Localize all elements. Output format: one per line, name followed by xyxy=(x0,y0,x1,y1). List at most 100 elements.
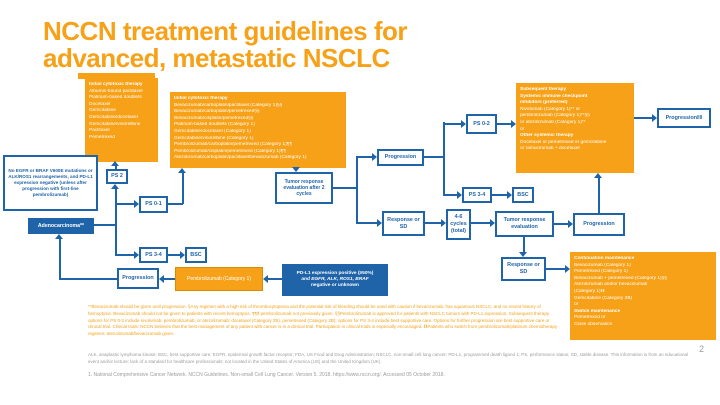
page-title-line1: NCCN treatment guidelines for xyxy=(43,16,408,46)
response-sd1-label: Response or SD xyxy=(387,216,420,230)
connector xyxy=(94,224,117,226)
arrow-right-progression-far xyxy=(652,114,657,122)
connector xyxy=(554,223,568,225)
progression-far-box: Progression‖‖ xyxy=(657,108,711,128)
list-line: Subsequent therapy xyxy=(520,87,567,92)
list-line: Gemcitabine/docetaxel (Category 1) xyxy=(174,129,251,135)
arrow-right-ps02 xyxy=(461,120,466,128)
connector xyxy=(356,222,377,224)
list-line: and EGFR, ALK, ROS1, BRAF xyxy=(301,276,369,282)
list-line: Atezolizumab/carboplatin/paclitaxel/beva… xyxy=(174,155,307,161)
page-number: 2 xyxy=(699,344,705,354)
pdl1-positive-lines: PD-L1 expression positive (≥50%)and EGFR… xyxy=(297,271,374,290)
list-line: Systemic immune checkpoint xyxy=(520,93,588,99)
page-title: NCCN treatment guidelines for advanced, … xyxy=(43,16,513,72)
arrow-up-adenocarcinoma xyxy=(55,234,63,239)
bsc-right-box: BSC xyxy=(512,187,534,203)
connector xyxy=(164,278,175,280)
footnotes-abbreviations: ALK, anaplastic lymphoma kinase; BSC, be… xyxy=(88,352,688,364)
ps34-left-label: PS 3-4 xyxy=(145,251,162,258)
connector xyxy=(443,123,461,125)
title-underline-bar xyxy=(78,73,155,79)
list-line: Nivolumab (Category 1)** or xyxy=(520,106,580,112)
connector xyxy=(492,194,507,196)
connector xyxy=(115,188,117,256)
connector xyxy=(443,122,445,196)
tumor-response-2cycles-label: Tumor response evaluation after 2 cycles xyxy=(283,178,325,198)
ps34-right-label: PS 3-4 xyxy=(468,191,486,198)
list-line: or atezolizumab (Category 1)** xyxy=(520,120,586,126)
ps2-label: PS 2 xyxy=(111,173,123,180)
arrow-up-box2 xyxy=(178,168,186,173)
arrow-right-maintenance xyxy=(565,265,570,273)
list-line: Docetaxel or pemetrexed or gemcitabine xyxy=(520,139,607,145)
progression-right-box: Progression xyxy=(573,213,625,236)
progression-bottom-label: Progression xyxy=(122,275,154,282)
arrow-right-ps34-right xyxy=(457,191,462,199)
list-line: Bevacizumab/cisplatin/pemetrexed§§ xyxy=(174,115,254,121)
biomarker-note-text: No EGFR or BRAF V600E mutations or ALK/R… xyxy=(8,167,93,198)
connector xyxy=(356,156,373,158)
arrow-right-ps01 xyxy=(134,200,139,208)
adenocarcinoma-label: Adenocarcinoma** xyxy=(37,222,85,229)
arrow-right-subsequent xyxy=(511,120,516,128)
reference-citation: 1. National Comprehensive Cancer Network… xyxy=(88,372,445,378)
connector xyxy=(168,254,180,256)
connector xyxy=(115,203,135,205)
list-line: Atezolizumab and/or bevacizumab xyxy=(574,282,648,288)
list-line: (Category 1)‖‖ xyxy=(574,289,605,295)
list-line: Gemcitabine xyxy=(89,108,116,114)
footnotes-orange: **Bevacizumab should be given until prog… xyxy=(88,304,558,336)
list-line: Albumin-bound paclitaxel xyxy=(89,88,143,94)
ps01-label: PS 0-1 xyxy=(145,201,162,208)
list-line: Pemetrexed (Category 1) xyxy=(574,269,628,275)
connector xyxy=(333,187,358,189)
connector xyxy=(167,203,183,205)
tumor-response-eval-box: Tumor response evaluation xyxy=(495,211,554,237)
connector xyxy=(546,268,565,270)
tumor-response-eval-label: Tumor response evaluation xyxy=(503,217,546,230)
arrow-right-cycles xyxy=(441,219,446,227)
response-sd1-box: Response or SD xyxy=(382,211,425,236)
list-line: Continuation maintenance xyxy=(574,256,635,261)
connector xyxy=(182,172,184,204)
list-line: Platinum-based doublets (Category 1) xyxy=(174,122,255,128)
arrow-left-progression-bottom xyxy=(159,275,164,283)
list-line: inhibitors (preferred) xyxy=(520,100,568,106)
arrow-left-pembrolizumab xyxy=(263,275,268,283)
connector xyxy=(59,278,117,280)
ps34-right-box: PS 3-4 xyxy=(462,187,492,203)
arrow-right-response-sd1 xyxy=(377,219,382,227)
ps02-label: PS 0-2 xyxy=(473,120,490,127)
connector xyxy=(523,237,525,252)
tumor-response-2cycles-box: Tumor response evaluation after 2 cycles xyxy=(275,172,333,204)
arrow-up-subsequent xyxy=(594,173,602,178)
bsc-left-label: BSC xyxy=(190,251,202,258)
adenocarcinoma-box: Adenocarcinoma** xyxy=(28,218,94,234)
response-sd2-label: Response or SD xyxy=(507,262,540,275)
list-line: or xyxy=(574,302,579,308)
connector xyxy=(425,222,441,224)
connector xyxy=(634,117,652,119)
arrow-right-progression-right xyxy=(568,220,573,228)
arrow-down-response-sd2 xyxy=(519,252,527,257)
arrow-right-ps34-left xyxy=(134,251,139,259)
list-line: Gemcitabine (Category 2B) xyxy=(574,295,633,301)
connector xyxy=(356,156,358,224)
arrow-down-tumor-response xyxy=(292,167,300,172)
list-line: Initial cytotoxic therapy xyxy=(174,96,228,101)
connector xyxy=(471,222,490,224)
list-line: Pembrolizumab/cisplatin/pemetrexed (Cate… xyxy=(174,148,286,154)
connector xyxy=(59,239,61,280)
pdl1-positive-box: PD-L1 expression positive (≥50%)and EGFR… xyxy=(282,264,388,296)
arrow-right-bsc-right xyxy=(507,191,512,199)
list-line: Docetaxel xyxy=(89,101,111,107)
list-line: Gemcitabine/docetaxel xyxy=(89,115,138,121)
list-line: Initial cytotoxic therapy xyxy=(89,82,143,87)
